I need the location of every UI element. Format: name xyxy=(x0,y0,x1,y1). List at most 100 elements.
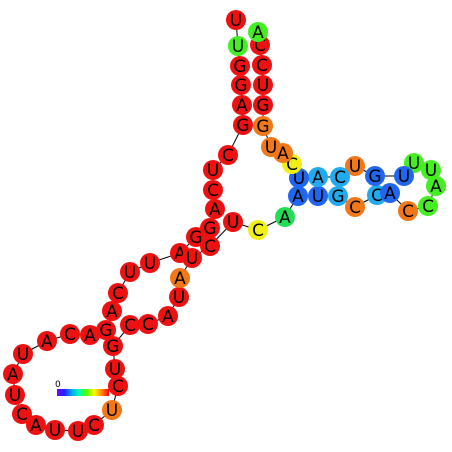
nucleotide: C xyxy=(218,145,238,166)
nucleotide-base-label: U xyxy=(106,401,118,421)
nucleotide-base-label: C xyxy=(286,155,298,175)
nucleotide-circle xyxy=(102,301,122,321)
nucleotide-base-label: U xyxy=(232,37,244,57)
nucleotide-circle xyxy=(380,183,400,203)
nucleotide-circle xyxy=(108,283,128,303)
nucleotide-base-label: G xyxy=(256,117,269,137)
nucleotide: A xyxy=(308,167,328,188)
color-scale: 0 xyxy=(55,380,109,396)
nucleotide-circle xyxy=(230,56,250,76)
nucleotide: U xyxy=(120,262,140,283)
nucleotide-base-label: A xyxy=(7,365,19,385)
nucleotide: A xyxy=(102,301,122,322)
nucleotide-base-label: C xyxy=(422,197,434,217)
nucleotide-base-label: A xyxy=(279,208,291,228)
nucleotide-circle xyxy=(252,55,272,75)
nucleotide-circle xyxy=(60,324,80,344)
nucleotide-circle xyxy=(120,315,140,335)
nucleotide: G xyxy=(231,75,251,96)
nucleotide-base-label: U xyxy=(425,161,437,181)
nucleotide-circle xyxy=(398,201,418,221)
nucleotide-base-label: C xyxy=(112,284,124,304)
nucleotide-circle xyxy=(170,268,190,288)
nucleotide-base-label: G xyxy=(106,337,119,357)
nucleotide-base-label: U xyxy=(227,213,239,233)
nucleotide-circle xyxy=(248,220,268,240)
nucleotide-base-label: U xyxy=(49,421,61,441)
nucleotide: U xyxy=(226,10,246,31)
nucleotide-circle xyxy=(105,359,125,379)
nucleotide: G xyxy=(103,336,123,357)
nucleotide-circle xyxy=(138,314,158,334)
nucleotide-circle xyxy=(68,421,88,441)
nucleotide-base-label: U xyxy=(9,386,21,406)
nucleotide-circle xyxy=(226,10,246,30)
nucleotide-base-label: A xyxy=(84,326,96,346)
nucleotide-base-label: A xyxy=(292,187,304,207)
nucleotide-base-label: A xyxy=(209,200,221,220)
nucleotide-circle xyxy=(108,376,128,396)
nucleotide: G xyxy=(253,95,273,116)
nucleotide-base-label: U xyxy=(230,11,242,31)
nucleotide-base-label: C xyxy=(402,202,414,222)
nucleotide-circle xyxy=(96,320,116,340)
nucleotide-circle xyxy=(394,166,414,186)
nucleotide-base-label: A xyxy=(384,184,396,204)
nucleotide-base-label: G xyxy=(234,76,247,96)
nucleotide-circle xyxy=(365,166,385,186)
nucleotide-base-label: C xyxy=(207,181,219,201)
nucleotide-circle xyxy=(5,385,25,405)
nucleotide: C xyxy=(252,55,272,76)
nucleotide: U xyxy=(253,75,273,96)
nucleotide-base-label: C xyxy=(112,377,124,397)
nucleotide: C xyxy=(248,220,268,241)
nucleotide-circle xyxy=(345,156,365,176)
nucleotide: U xyxy=(169,287,189,308)
nucleotide-circle xyxy=(426,176,446,196)
nucleotide-base-label: A xyxy=(30,416,42,436)
nucleotide-circle xyxy=(253,75,273,95)
nucleotide: C xyxy=(418,196,438,217)
nucleotide-base-label: A xyxy=(106,302,118,322)
nucleotide-circle xyxy=(223,212,243,232)
nucleotide: C xyxy=(84,415,104,436)
color-scale-min-label: 0 xyxy=(55,380,61,390)
nucleotide: U xyxy=(203,160,223,181)
nucleotide: A xyxy=(26,415,46,436)
nucleotide: U xyxy=(5,385,25,406)
nucleotide-circle xyxy=(233,115,253,135)
nucleotide-base-label: U xyxy=(186,249,198,269)
nucleotide-base-label: U xyxy=(144,254,156,274)
nucleotide-circle xyxy=(140,253,160,273)
nucleotide-base-label: C xyxy=(222,146,234,166)
nucleotide-circle xyxy=(45,420,65,440)
nucleotide-circle xyxy=(328,186,348,206)
color-scale-bar xyxy=(57,389,109,396)
nucleotide-circle xyxy=(158,306,178,326)
nucleotide: A xyxy=(37,331,57,352)
nucleotide-base-label: C xyxy=(256,56,268,76)
nucleotide: U xyxy=(13,344,33,365)
nucleotide-circle xyxy=(253,116,273,136)
nucleotide-base-label: C xyxy=(334,168,346,188)
nucleotide-base-label: G xyxy=(256,96,269,116)
nucleotide-base-label: U xyxy=(293,169,305,189)
nucleotide: A xyxy=(380,183,400,204)
nucleotide-circle xyxy=(421,160,441,180)
nucleotide: U xyxy=(223,212,243,233)
nucleotide-circle xyxy=(102,400,122,420)
nucleotide: A xyxy=(80,325,100,346)
nucleotide-base-label: C xyxy=(142,315,154,335)
nucleotide-base-label: U xyxy=(72,422,84,442)
nucleotide-circle xyxy=(203,180,223,200)
nucleotide: U xyxy=(261,137,281,158)
nucleotide-base-label: A xyxy=(174,269,186,289)
nucleotide-circle xyxy=(330,167,350,187)
nucleotide: G xyxy=(365,166,385,187)
nucleotide: U xyxy=(68,421,88,442)
nucleotide-circle xyxy=(308,186,328,206)
nucleotide-base-label: C xyxy=(252,221,264,241)
nucleotide-circle xyxy=(253,95,273,115)
